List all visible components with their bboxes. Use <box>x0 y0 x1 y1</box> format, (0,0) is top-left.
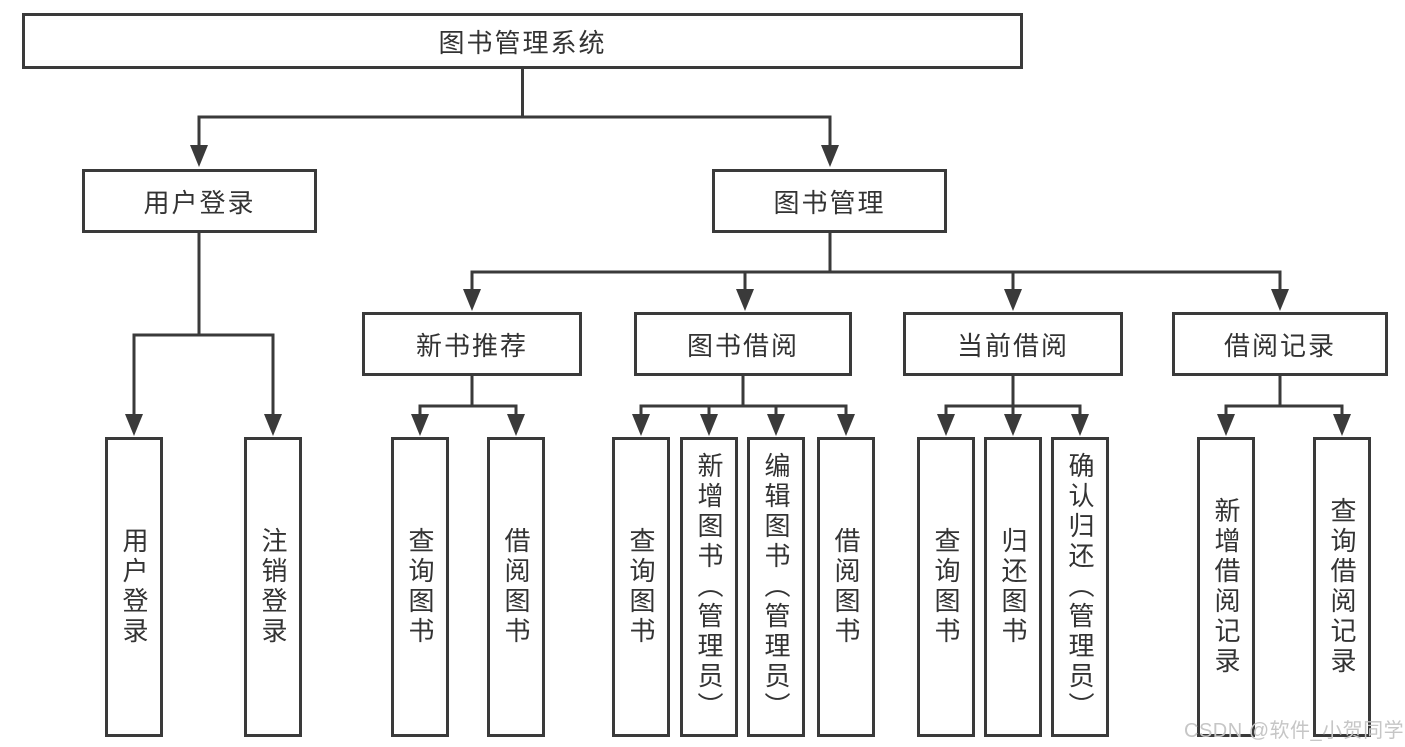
node-new-book-recommend-label: 新书推荐 <box>415 330 528 361</box>
arrowhead <box>507 414 525 436</box>
arrowhead <box>1217 414 1235 436</box>
node-logout-action-label: 注销登录 <box>258 527 288 647</box>
arrowhead <box>837 414 855 436</box>
node-user-login-label: 用户登录 <box>143 187 256 218</box>
connector-book-borrow-to-children <box>632 374 855 436</box>
node-user-login-action-label: 用户登录 <box>119 527 149 647</box>
node-bb-query-books-label: 查询图书 <box>626 527 656 647</box>
connector-new-book-rec-to-children <box>411 374 525 436</box>
node-bb-borrow-books: 借阅图书 <box>817 437 875 737</box>
node-cb-confirm-return-admin: 确认归还（管理员） <box>1051 437 1109 737</box>
node-bb-borrow-books-label: 借阅图书 <box>831 527 861 647</box>
connector-book-mgmt-to-level3 <box>463 231 1289 311</box>
arrowhead <box>190 145 208 167</box>
node-current-borrow-label: 当前借阅 <box>956 330 1069 361</box>
node-user-login-action: 用户登录 <box>105 437 163 737</box>
node-book-borrow: 图书借阅 <box>634 312 852 376</box>
node-cb-confirm-return-admin-label: 确认归还（管理员） <box>1065 452 1095 722</box>
node-logout-action: 注销登录 <box>244 437 302 737</box>
connector-borrow-records-to-children <box>1217 374 1351 436</box>
csdn-watermark: CSDN @软件_小贺同学 <box>1184 720 1405 742</box>
arrowhead <box>1071 414 1089 436</box>
arrowhead <box>821 145 839 167</box>
node-borrow-records: 借阅记录 <box>1172 312 1388 376</box>
arrowhead <box>1004 414 1022 436</box>
arrowhead <box>411 414 429 436</box>
arrowhead <box>125 414 143 436</box>
arrowhead <box>632 414 650 436</box>
node-borrow-records-label: 借阅记录 <box>1223 330 1336 361</box>
node-cb-query-books-label: 查询图书 <box>931 527 961 647</box>
node-cb-return-books: 归还图书 <box>984 437 1042 737</box>
node-cb-query-books: 查询图书 <box>917 437 975 737</box>
node-br-query-record: 查询借阅记录 <box>1313 437 1371 737</box>
node-book-borrow-label: 图书借阅 <box>686 330 799 361</box>
node-bb-edit-books-admin-label: 编辑图书（管理员） <box>761 452 791 722</box>
node-br-add-record-label: 新增借阅记录 <box>1211 497 1241 677</box>
arrowhead <box>1271 289 1289 311</box>
node-rec-borrow-books: 借阅图书 <box>487 437 545 737</box>
arrowhead <box>463 289 481 311</box>
arrowhead <box>1004 289 1022 311</box>
node-bb-edit-books-admin: 编辑图书（管理员） <box>747 437 805 737</box>
node-rec-borrow-books-label: 借阅图书 <box>501 527 531 647</box>
arrowhead <box>700 414 718 436</box>
arrowhead <box>264 414 282 436</box>
connector-root-to-level2 <box>190 69 839 167</box>
connector-user-login-to-children <box>125 231 282 436</box>
arrowhead <box>767 414 785 436</box>
node-root: 图书管理系统 <box>22 13 1023 69</box>
arrowhead <box>736 289 754 311</box>
node-book-mgmt: 图书管理 <box>712 169 947 233</box>
node-bb-add-books-admin-label: 新增图书（管理员） <box>694 452 724 722</box>
node-root-label: 图书管理系统 <box>438 27 607 58</box>
connector-current-borrow-to-children <box>937 374 1089 436</box>
node-br-query-record-label: 查询借阅记录 <box>1327 497 1357 677</box>
node-bb-add-books-admin: 新增图书（管理员） <box>680 437 738 737</box>
node-user-login: 用户登录 <box>82 169 317 233</box>
arrowhead <box>937 414 955 436</box>
node-current-borrow: 当前借阅 <box>903 312 1123 376</box>
node-book-mgmt-label: 图书管理 <box>773 187 886 218</box>
node-new-book-recommend: 新书推荐 <box>362 312 582 376</box>
node-rec-query-books-label: 查询图书 <box>405 527 435 647</box>
node-rec-query-books: 查询图书 <box>391 437 449 737</box>
arrowhead <box>1333 414 1351 436</box>
node-cb-return-books-label: 归还图书 <box>998 527 1028 647</box>
node-bb-query-books: 查询图书 <box>612 437 670 737</box>
node-br-add-record: 新增借阅记录 <box>1197 437 1255 737</box>
